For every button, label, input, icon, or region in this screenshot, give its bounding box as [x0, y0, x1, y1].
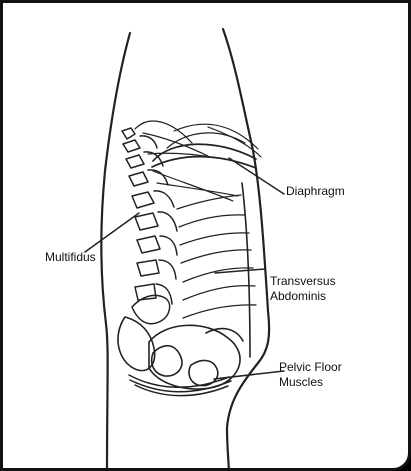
core-muscles-illustration — [3, 3, 411, 471]
label-pelvic-floor-muscles: Pelvic Floor Muscles — [279, 360, 342, 390]
label-multifidus: Multifidus — [45, 250, 96, 265]
label-transversus-abdominis: Transversus Abdominis — [270, 274, 336, 304]
lumbar-spine — [122, 128, 177, 324]
pelvic-floor-leader — [214, 371, 284, 379]
diaphragm-leader — [229, 158, 284, 194]
multifidus-leader — [85, 213, 139, 252]
label-leader-lines — [85, 158, 284, 379]
label-diaphragm: Diaphragm — [286, 184, 345, 199]
